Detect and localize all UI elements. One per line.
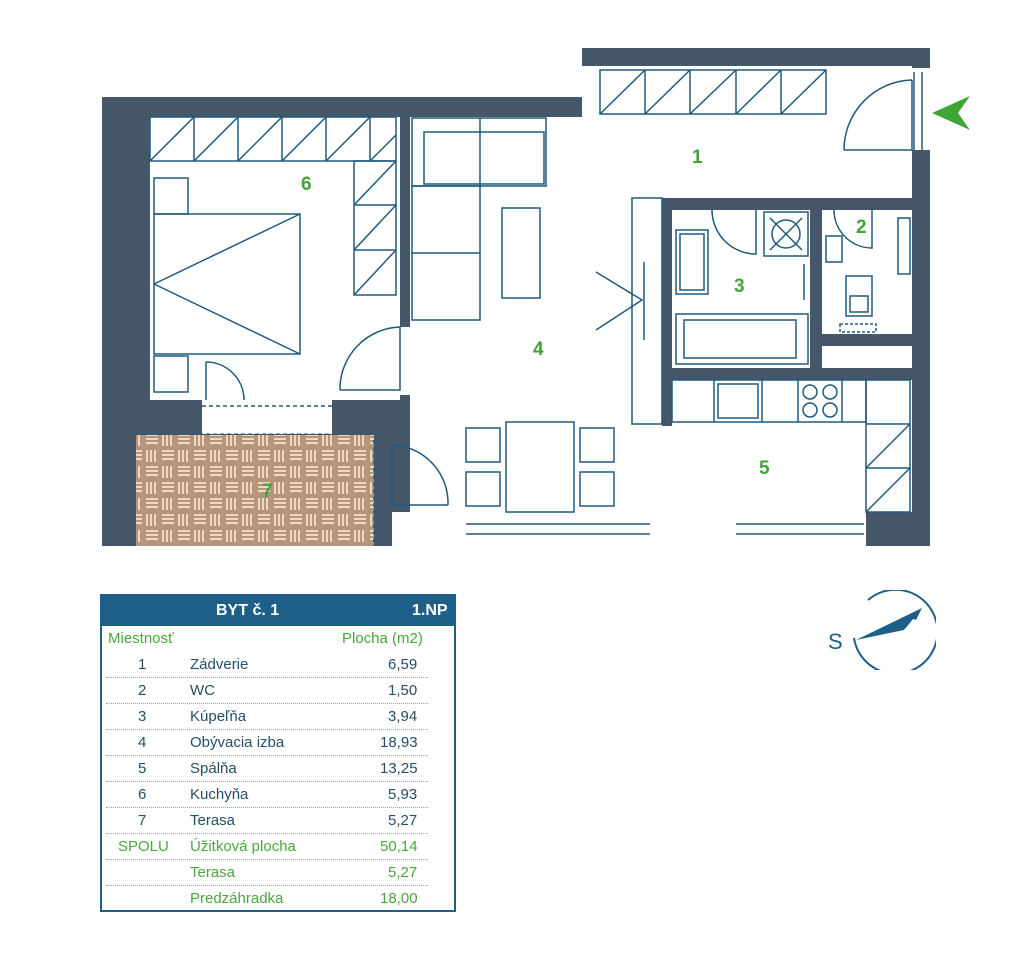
room-label-4: 4: [533, 339, 544, 360]
row-name: Obývacia izba: [190, 734, 285, 751]
table-row: 6 Kuchyňa 5,93: [102, 782, 454, 808]
table-row: 3 Kúpeľňa 3,94: [102, 704, 454, 730]
row-number: 3: [138, 708, 147, 725]
row-name: Terasa: [190, 864, 236, 881]
room-label-2: 2: [856, 217, 867, 238]
compass-icon: [853, 590, 936, 670]
total-label: SPOLU: [118, 838, 169, 855]
terrace-floor: [136, 435, 374, 546]
row-area: 6,59: [388, 656, 418, 673]
row-area: 13,25: [380, 760, 418, 777]
entrance-arrow-icon: [932, 96, 970, 130]
row-area: 18,93: [380, 734, 418, 751]
row-name: Predzáhradka: [190, 890, 284, 907]
row-number: 5: [138, 760, 147, 777]
row-area: 3,94: [388, 708, 418, 725]
row-number: 2: [138, 682, 147, 699]
apartment-title: BYT č. 1: [216, 602, 280, 619]
total-row: Terasa 5,27: [102, 860, 454, 886]
row-area: 18,00: [380, 890, 418, 907]
compass-letter: S: [828, 629, 843, 654]
row-name: Kúpeľňa: [190, 708, 247, 725]
area-table: BYT č. 1 1.NP Miestnosť Plocha (m2) 1 Zá…: [100, 594, 456, 912]
row-area: 5,93: [388, 786, 418, 803]
row-name: Terasa: [190, 812, 236, 829]
floor-label: 1.NP: [412, 602, 448, 619]
column-header-area: Plocha (m2): [342, 630, 423, 647]
row-number: 7: [138, 812, 147, 829]
row-number: 6: [138, 786, 147, 803]
row-name: Úžitková plocha: [190, 838, 296, 855]
room-label-1: 1: [692, 147, 703, 168]
room-label-5: 5: [759, 458, 770, 479]
room-label-3: 3: [734, 276, 745, 297]
row-area: 50,14: [380, 838, 418, 855]
column-header-row: Miestnosť Plocha (m2): [102, 628, 454, 652]
table-row: 7 Terasa 5,27: [102, 808, 454, 834]
table-header: BYT č. 1 1.NP: [102, 596, 454, 626]
room-label-7: 7: [262, 481, 273, 502]
total-row: SPOLU Úžitková plocha 50,14: [102, 834, 454, 860]
row-name: Zádverie: [190, 656, 249, 673]
table-row: 4 Obývacia izba 18,93: [102, 730, 454, 756]
row-area: 5,27: [388, 812, 418, 829]
row-area: 5,27: [388, 864, 418, 881]
row-number: 4: [138, 734, 147, 751]
table-row: 5 Spálňa 13,25: [102, 756, 454, 782]
room-label-6: 6: [301, 174, 312, 195]
table-row: 2 WC 1,50: [102, 678, 454, 704]
furniture: [149, 69, 923, 546]
floor-plan: [102, 48, 970, 546]
row-name: WC: [190, 682, 215, 699]
row-area: 1,50: [388, 682, 418, 699]
row-name: Kuchyňa: [190, 786, 249, 803]
total-row: Predzáhradka 18,00: [102, 886, 454, 912]
column-header-room: Miestnosť: [108, 630, 174, 647]
row-name: Spálňa: [190, 760, 237, 777]
row-number: 1: [138, 656, 147, 673]
table-row: 1 Zádverie 6,59: [102, 652, 454, 678]
